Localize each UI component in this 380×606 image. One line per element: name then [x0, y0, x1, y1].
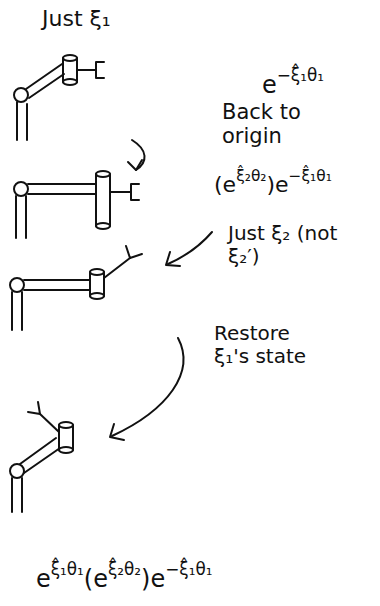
- annotation-text: Back to origin: [222, 100, 347, 148]
- annotation-text: Just ξ₂ (not ξ₂′): [228, 222, 338, 268]
- robot-sketch: [10, 246, 142, 330]
- annotation-text: Restore ξ₁'s state: [214, 322, 326, 368]
- sequence-arrow: [128, 140, 145, 170]
- heading-note: Just ξ₁: [42, 6, 111, 31]
- robot-sketch: [10, 402, 73, 512]
- sequence-arrow: [110, 338, 183, 440]
- robot-sketch: [14, 55, 104, 140]
- annotation-text: e−ξ̂₁θ₁: [262, 66, 324, 99]
- annotation-text: (eξ̂₂θ₂)e−ξ̂₁θ₁: [214, 168, 332, 197]
- annotation-text: eξ̂₁θ₁(eξ̂₂θ₂)e−ξ̂₁θ₁: [36, 560, 212, 593]
- sequence-arrow: [166, 232, 212, 266]
- robot-sketch: [14, 171, 139, 238]
